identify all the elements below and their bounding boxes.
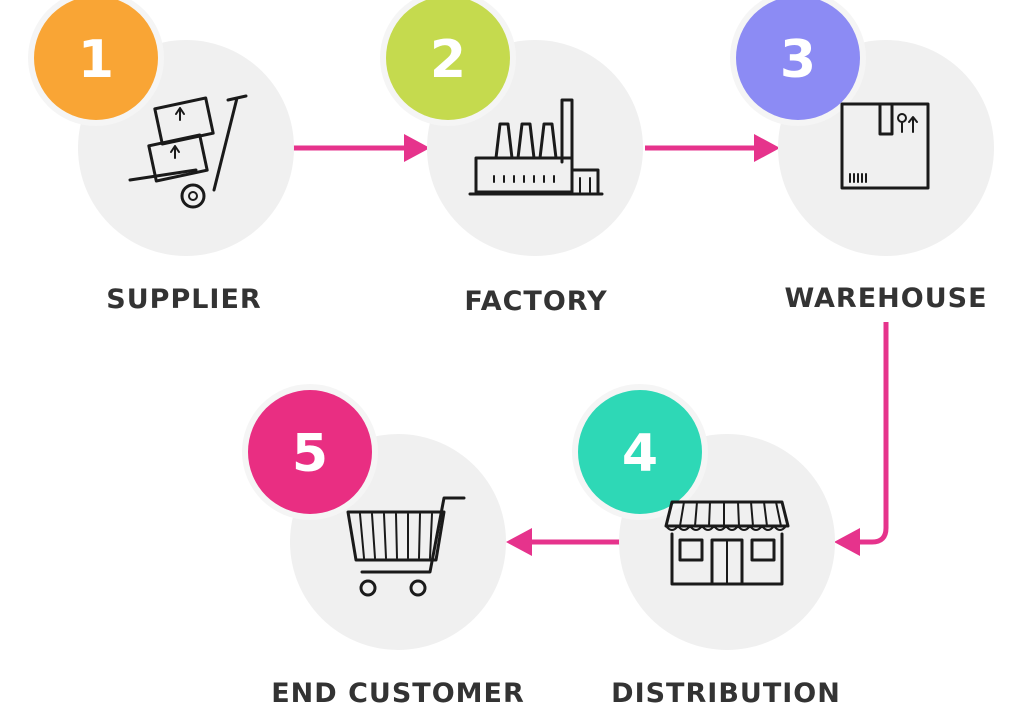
step-label: SUPPLIER — [106, 284, 261, 315]
step-end-customer: 5 END CUSTOMER — [242, 384, 525, 709]
arrow-distribution-to-end-customer — [506, 528, 620, 556]
step-distribution: 4 DISTRIBUTION — [572, 384, 841, 709]
step-label: WAREHOUSE — [784, 283, 987, 314]
step-label: END CUSTOMER — [271, 678, 525, 709]
step-badge — [248, 390, 372, 514]
step-badge — [386, 0, 510, 120]
step-warehouse: 3 WAREHOUSE — [730, 0, 994, 314]
arrow-supplier-to-factory — [293, 134, 430, 162]
step-badge — [34, 0, 158, 120]
storefront-icon — [664, 500, 790, 586]
step-supplier: 1 SUPPLIER — [28, 0, 294, 315]
step-number: 5 — [292, 424, 328, 484]
step-number: 3 — [780, 30, 816, 90]
arrow-factory-to-warehouse — [645, 134, 780, 162]
step-badge — [736, 0, 860, 120]
factory-icon — [468, 98, 604, 196]
step-label: DISTRIBUTION — [611, 678, 841, 709]
hand-truck-icon — [128, 94, 248, 209]
package-box-icon — [840, 102, 930, 190]
step-number: 4 — [622, 424, 658, 484]
step-number: 1 — [78, 30, 114, 90]
step-badge — [578, 390, 702, 514]
step-number: 2 — [430, 30, 466, 90]
step-label: FACTORY — [464, 286, 607, 317]
step-factory: 2 FACTORY — [380, 0, 643, 317]
arrow-warehouse-to-distribution — [834, 322, 889, 556]
shopping-cart-icon — [346, 496, 466, 597]
